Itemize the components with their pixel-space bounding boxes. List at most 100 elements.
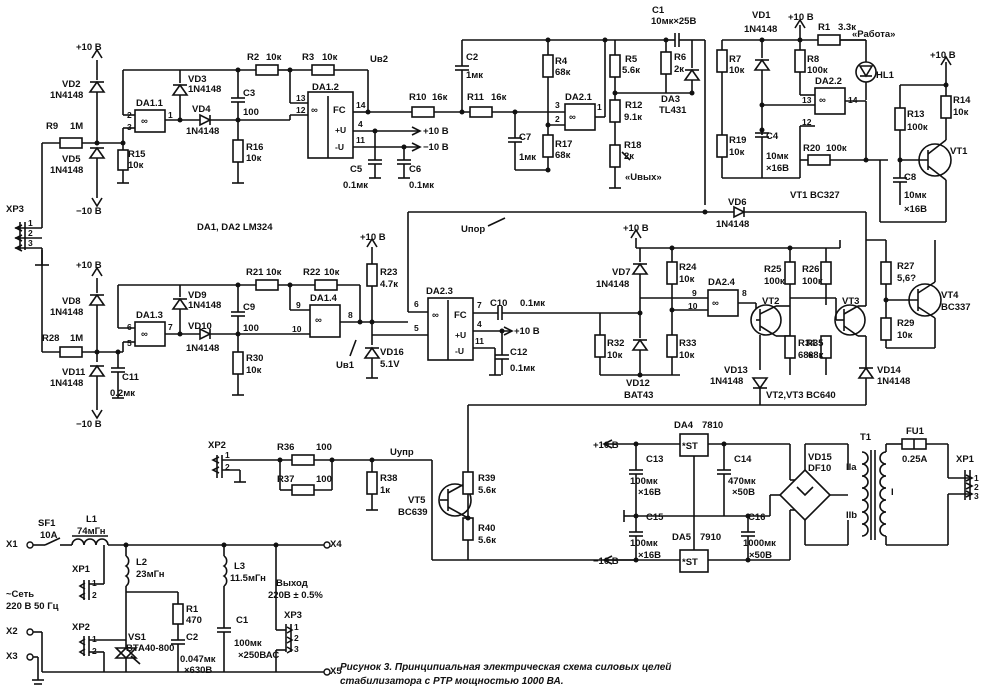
svg-text:1: 1: [294, 622, 299, 632]
svg-text:∞: ∞: [712, 298, 719, 309]
svg-text:100мк: 100мк: [630, 538, 658, 549]
svg-text:6: 6: [127, 322, 132, 332]
svg-text:∞: ∞: [311, 105, 318, 116]
vd5-part: 1N4148: [50, 165, 83, 176]
svg-text:∞: ∞: [141, 116, 148, 127]
resistor-r29: [880, 317, 892, 341]
svg-text:8: 8: [348, 310, 353, 320]
svg-text:10к: 10к: [607, 350, 623, 361]
svg-text:9: 9: [296, 300, 301, 310]
svg-text:×16В: ×16В: [638, 487, 661, 498]
svg-text:1N4148: 1N4148: [50, 307, 83, 318]
svg-text:VT2,VT3 BC640: VT2,VT3 BC640: [766, 390, 836, 401]
opamp-note: DA1, DA2 LM324: [197, 222, 273, 233]
svg-text:~Сеть: ~Сеть: [6, 589, 34, 600]
resistor-r10: [411, 106, 435, 118]
diode-vd4: [199, 113, 212, 127]
svg-text:8: 8: [742, 288, 747, 298]
svg-text:VD11: VD11: [62, 367, 86, 378]
svg-text:23мГн: 23мГн: [136, 569, 165, 580]
svg-text:R32: R32: [607, 338, 624, 349]
diode-vd14: [857, 366, 875, 379]
svg-text:X3: X3: [6, 651, 18, 662]
svg-text:VD7: VD7: [612, 267, 630, 278]
svg-text:100: 100: [316, 442, 332, 453]
svg-text:1: 1: [974, 473, 979, 483]
opamp-da2-3: [427, 297, 474, 361]
svg-text:C1: C1: [236, 615, 249, 626]
resistor-r3: [311, 64, 335, 76]
transformer-secondary: [861, 451, 869, 537]
diode-vd9: [171, 297, 189, 310]
inductor-l3: [222, 555, 228, 587]
svg-text:1: 1: [597, 102, 602, 112]
svg-text:+10 В: +10 В: [514, 326, 540, 337]
top-input-section: +10 В VD2 1N4148 VD5 1N4148 −10 В R9 1M …: [41, 5, 706, 225]
svg-text:6: 6: [414, 299, 419, 309]
svg-text:R34: R34: [798, 338, 816, 349]
svg-text:1: 1: [28, 218, 33, 228]
svg-text:1: 1: [92, 634, 97, 644]
svg-text:L1: L1: [86, 514, 98, 525]
svg-text:R13: R13: [907, 109, 924, 120]
svg-text:1N4148: 1N4148: [710, 376, 743, 387]
svg-text:3: 3: [555, 100, 560, 110]
svg-text:R1: R1: [818, 22, 831, 33]
svg-text:R28: R28: [42, 333, 59, 344]
svg-text:∞: ∞: [432, 310, 439, 321]
power-label: +10 В: [76, 42, 102, 53]
opamp-da1-1: [134, 109, 166, 133]
svg-text:L3: L3: [234, 561, 245, 572]
resistor-r22: [314, 279, 338, 291]
svg-text:DA5: DA5: [672, 532, 692, 543]
svg-text:×630В: ×630В: [184, 665, 212, 676]
svg-text:C12: C12: [510, 347, 527, 358]
svg-text:R25: R25: [764, 264, 782, 275]
svg-text:5.6к: 5.6к: [478, 535, 496, 546]
svg-text:XP1: XP1: [956, 454, 975, 465]
resistor-r28: [59, 346, 83, 358]
svg-text:DA2.3: DA2.3: [426, 286, 453, 297]
svg-text:DA3: DA3: [661, 94, 680, 105]
svg-text:DA1.3: DA1.3: [136, 310, 163, 321]
resistor-r15: [117, 149, 129, 171]
svg-text:R36: R36: [277, 442, 294, 453]
svg-text:C7: C7: [519, 132, 531, 143]
svg-text:10к: 10к: [324, 267, 340, 278]
svg-text:10мк: 10мк: [904, 190, 927, 201]
resistor-r36: [291, 454, 315, 466]
svg-text:100к: 100к: [802, 276, 823, 287]
svg-text:10к: 10к: [953, 107, 969, 118]
resistor-r20: [807, 154, 831, 166]
resistor-r33: [666, 334, 678, 358]
svg-text:R29: R29: [897, 318, 914, 329]
svg-text:1: 1: [92, 578, 97, 588]
resistor-r32: [594, 334, 606, 358]
signal-upor: Uпор: [461, 224, 485, 235]
svg-text:5.6к: 5.6к: [478, 485, 496, 496]
shunt-da3: [683, 68, 701, 81]
svg-text:+10 В: +10 В: [623, 223, 649, 234]
c3-label: C3: [243, 88, 255, 99]
svg-text:XP2: XP2: [72, 622, 90, 633]
svg-text:220 В 50 Гц: 220 В 50 Гц: [6, 601, 59, 612]
vd4-part: 1N4148: [186, 126, 219, 137]
svg-text:10к: 10к: [679, 350, 695, 361]
svg-text:100мк: 100мк: [234, 638, 262, 649]
svg-text:R26: R26: [802, 264, 819, 275]
svg-text:VT2: VT2: [762, 296, 779, 307]
svg-text:C5: C5: [350, 164, 363, 175]
svg-text:VD6: VD6: [728, 197, 746, 208]
svg-text:10к: 10к: [266, 267, 282, 278]
svg-text:11: 11: [475, 336, 484, 346]
svg-text:I: I: [891, 487, 894, 498]
svg-text:R7: R7: [729, 54, 741, 65]
svg-text:C14: C14: [734, 454, 752, 465]
resistor-r6: [660, 51, 672, 75]
svg-text:68к: 68к: [798, 350, 814, 361]
svg-text:100к: 100к: [764, 276, 785, 287]
diode-vd12: [631, 338, 649, 351]
transistor-vt2: [750, 304, 782, 336]
middle-right-section: +10 В VD7 1N4148 R32 10к VD12 BAT43 R24 …: [468, 223, 971, 406]
resistor-r19: [716, 134, 728, 158]
